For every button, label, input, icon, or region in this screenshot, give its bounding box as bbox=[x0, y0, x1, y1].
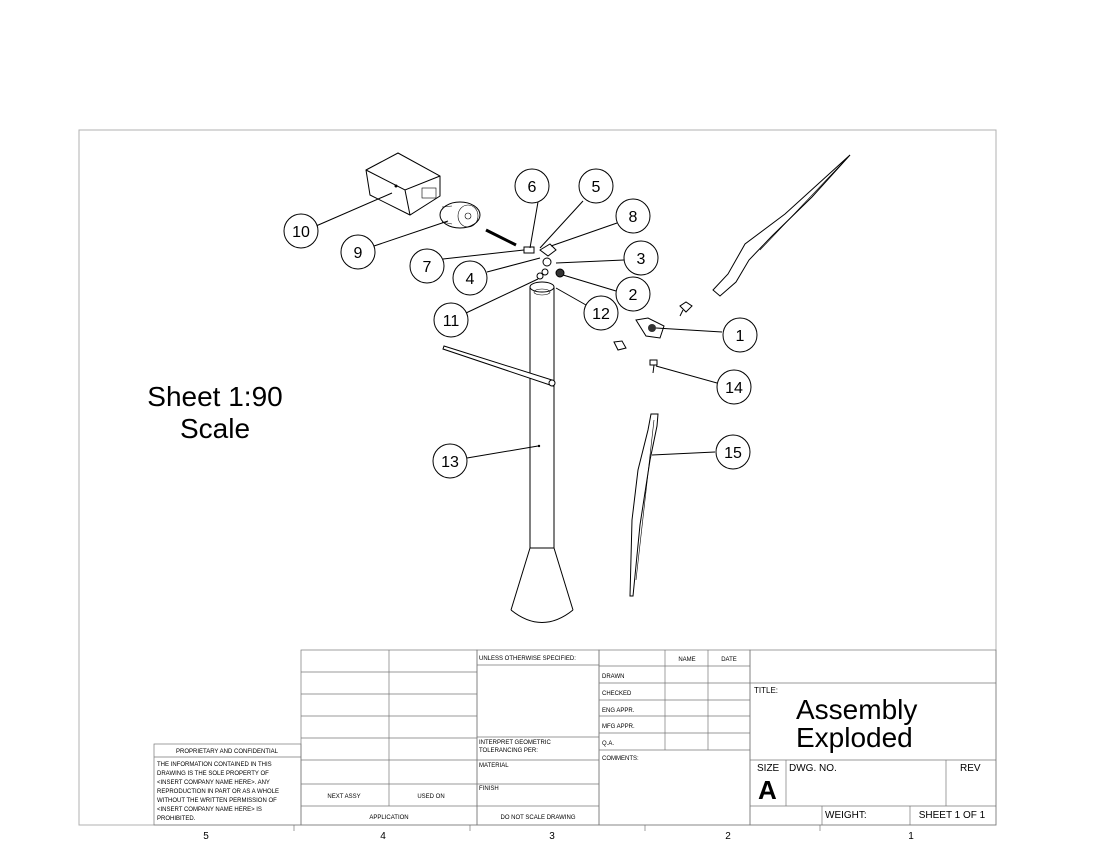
balloon-1: 1 bbox=[722, 317, 758, 353]
unless-specified-label: UNLESS OTHERWISE SPECIFIED: bbox=[479, 656, 576, 662]
finish-label: FINISH bbox=[479, 786, 499, 792]
part-blade-upper bbox=[712, 154, 851, 297]
part-shaft bbox=[485, 228, 517, 247]
title-label: TITLE: bbox=[754, 686, 778, 695]
material-label: MATERIAL bbox=[479, 763, 509, 769]
balloon-11: 11 bbox=[433, 302, 469, 338]
sheet-count: SHEET 1 OF 1 bbox=[919, 810, 986, 821]
proprietary-line: PROHIBITED. bbox=[157, 816, 196, 822]
rev-label: REV bbox=[960, 763, 981, 774]
balloon-2-label: 2 bbox=[629, 287, 638, 304]
interpret-geometric-label: INTERPRET GEOMETRIC bbox=[479, 740, 552, 746]
balloon-leaders bbox=[315, 192, 723, 459]
part-tail-boom bbox=[442, 345, 556, 387]
balloon-12-label: 12 bbox=[592, 306, 610, 323]
balloon-7: 7 bbox=[409, 248, 445, 284]
used-on-label: USED ON bbox=[417, 794, 444, 800]
balloon-4: 4 bbox=[452, 260, 488, 296]
proprietary-line: THE INFORMATION CONTAINED IN THIS bbox=[157, 762, 272, 768]
qa-label: Q.A. bbox=[602, 741, 614, 747]
balloon-3: 3 bbox=[623, 240, 659, 276]
part-nose-cone bbox=[635, 317, 665, 339]
balloon-2: 2 bbox=[615, 276, 651, 312]
balloon-14-label: 14 bbox=[725, 380, 743, 397]
part-pin bbox=[649, 359, 658, 374]
balloon-8-label: 8 bbox=[629, 209, 638, 226]
balloon-15-label: 15 bbox=[724, 445, 742, 462]
zone-label: 3 bbox=[549, 831, 555, 842]
balloon-10-label: 10 bbox=[292, 224, 310, 241]
date-header: DATE bbox=[721, 657, 737, 663]
size-label: SIZE bbox=[757, 763, 780, 774]
part-tower bbox=[510, 281, 574, 623]
name-header: NAME bbox=[678, 657, 695, 663]
part-housing bbox=[365, 152, 441, 216]
checked-label: CHECKED bbox=[602, 691, 632, 697]
balloon-9: 9 bbox=[340, 234, 376, 270]
balloon-7-label: 7 bbox=[423, 259, 432, 276]
balloon-1-label: 1 bbox=[736, 328, 745, 345]
balloon-14: 14 bbox=[716, 369, 752, 405]
comments-label: COMMENTS: bbox=[602, 756, 639, 762]
drawing-title-line2: Exploded bbox=[796, 722, 913, 753]
part-hub-assembly bbox=[523, 243, 565, 280]
balloon-9-label: 9 bbox=[354, 245, 363, 262]
zone-label: 1 bbox=[908, 831, 914, 842]
balloon-6-label: 6 bbox=[528, 179, 537, 196]
balloon-6: 6 bbox=[514, 168, 550, 204]
proprietary-heading: PROPRIETARY AND CONFIDENTIAL bbox=[176, 749, 279, 755]
balloon-3-label: 3 bbox=[637, 251, 646, 268]
balloon-11-label: 11 bbox=[443, 313, 460, 330]
size-value: A bbox=[758, 775, 777, 805]
zone-ticks bbox=[293, 825, 821, 831]
part-bolts bbox=[613, 301, 693, 351]
title-block bbox=[153, 649, 997, 826]
part-generator bbox=[439, 201, 481, 229]
balloon-15: 15 bbox=[715, 434, 751, 470]
mfg-appr-label: MFG APPR. bbox=[602, 724, 635, 730]
do-not-scale-label: DO NOT SCALE DRAWING bbox=[500, 815, 575, 821]
tolerancing-label: TOLERANCING PER: bbox=[479, 748, 538, 754]
proprietary-line: WITHOUT THE WRITTEN PERMISSION OF bbox=[157, 798, 277, 804]
zone-label: 2 bbox=[725, 831, 731, 842]
proprietary-line: DRAWING IS THE SOLE PROPERTY OF bbox=[157, 771, 269, 777]
zone-label: 5 bbox=[203, 831, 209, 842]
next-assy-label: NEXT ASSY bbox=[327, 794, 360, 800]
drawn-label: DRAWN bbox=[602, 674, 624, 680]
scale-note-line2: Scale bbox=[180, 413, 250, 444]
zone-label: 4 bbox=[380, 831, 386, 842]
balloon-13-label: 13 bbox=[441, 454, 459, 471]
part-blade-lower bbox=[629, 413, 659, 597]
balloon-4-label: 4 bbox=[466, 271, 475, 288]
weight-label: WEIGHT: bbox=[825, 810, 867, 821]
balloon-12: 12 bbox=[583, 295, 619, 331]
proprietary-line: <INSERT COMPANY NAME HERE>. ANY bbox=[157, 780, 270, 786]
dwg-no-label: DWG. NO. bbox=[789, 763, 837, 774]
proprietary-line: REPRODUCTION IN PART OR AS A WHOLE bbox=[157, 789, 279, 795]
drawing-title-line1: Assembly bbox=[796, 694, 917, 725]
proprietary-line: <INSERT COMPANY NAME HERE> IS bbox=[157, 807, 262, 813]
application-label: APPLICATION bbox=[369, 815, 408, 821]
balloon-10: 10 bbox=[283, 213, 319, 249]
eng-appr-label: ENG APPR. bbox=[602, 708, 635, 714]
balloon-5-label: 5 bbox=[592, 179, 601, 196]
balloon-8: 8 bbox=[615, 198, 651, 234]
balloon-13: 13 bbox=[432, 443, 468, 479]
balloon-5: 5 bbox=[578, 168, 614, 204]
scale-note-line1: Sheet 1:90 bbox=[147, 381, 282, 412]
